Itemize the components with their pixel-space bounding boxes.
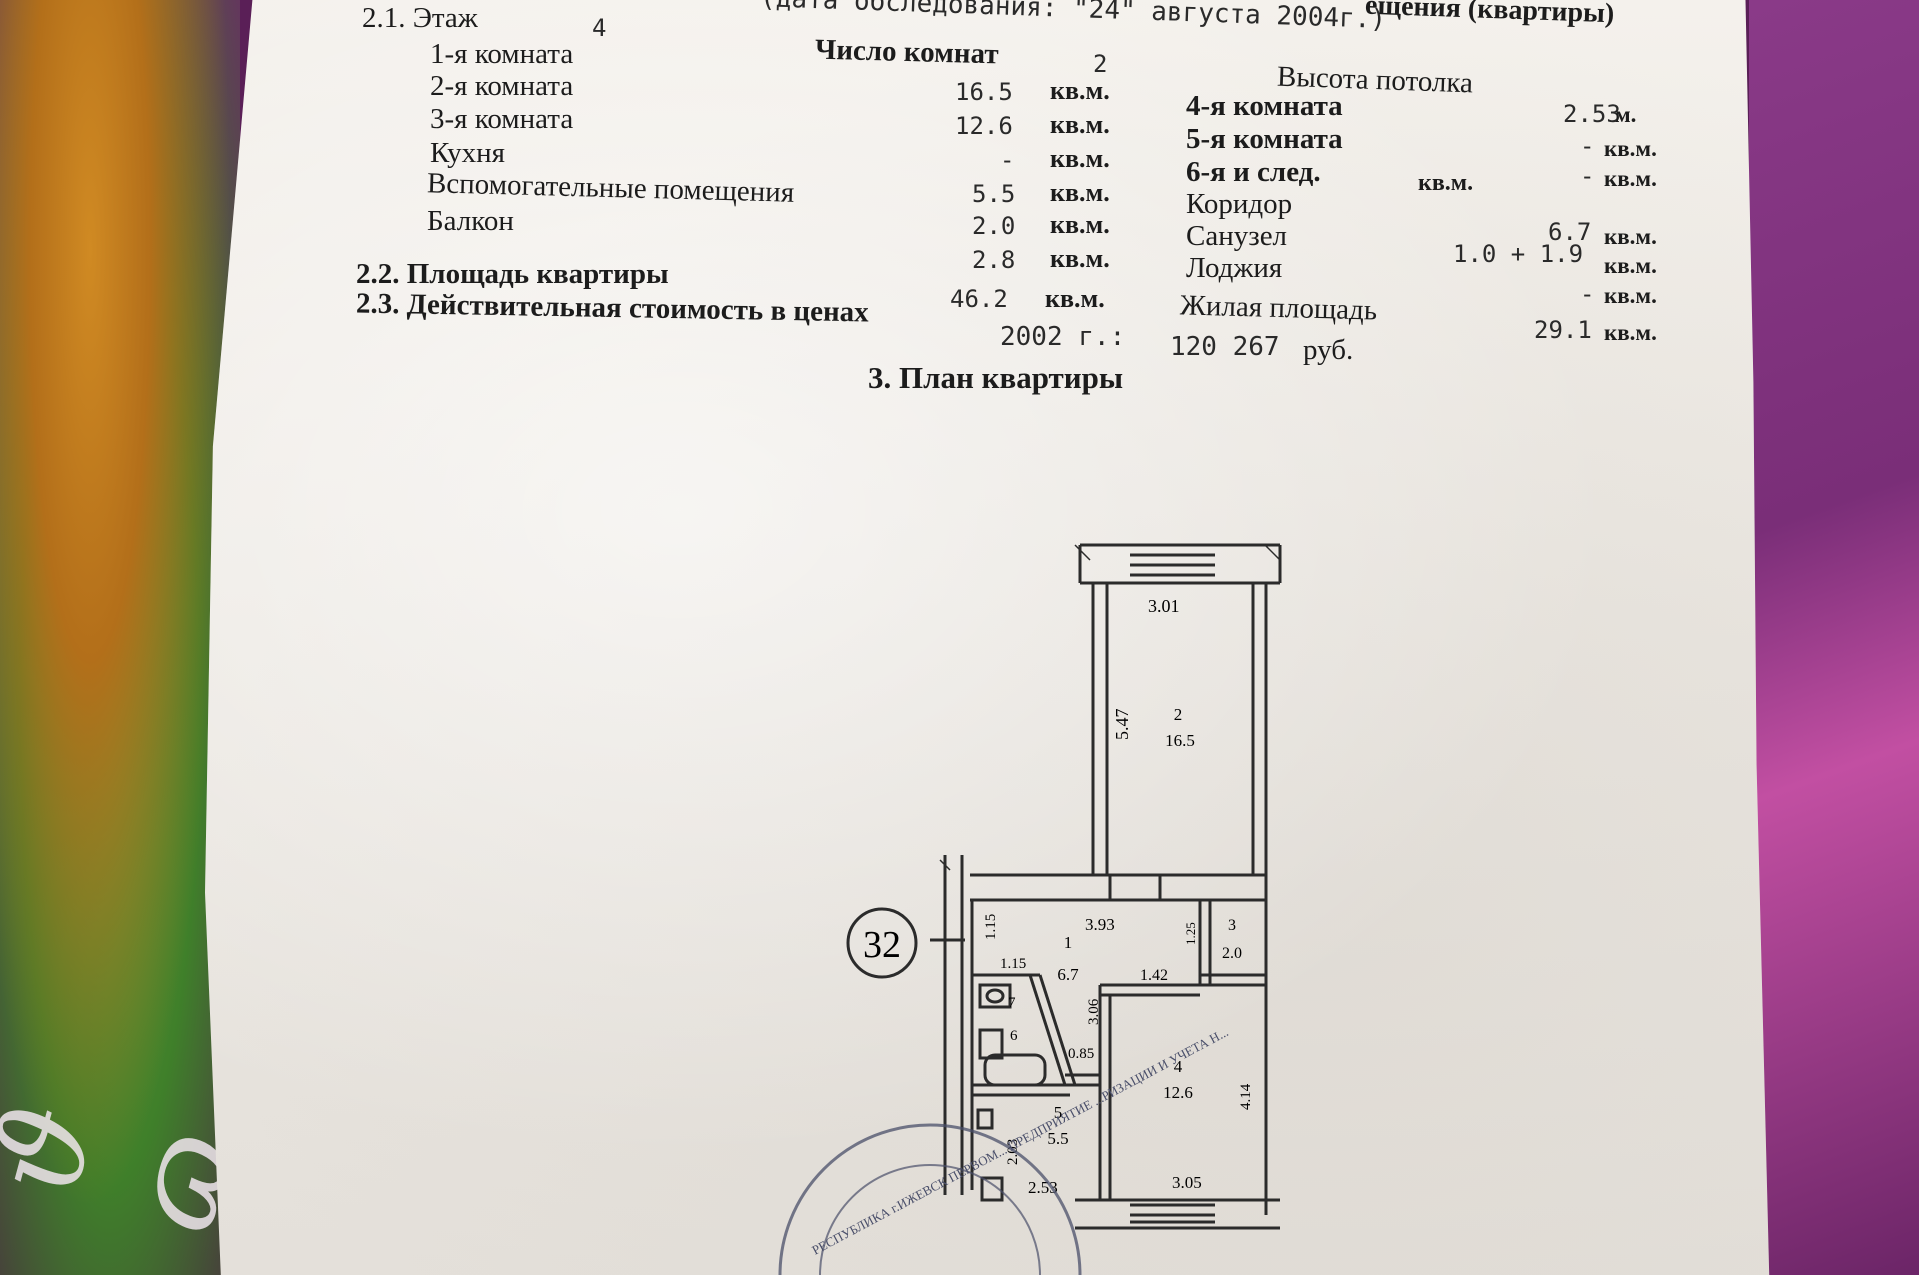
dim-corridor-depth: 3.06 [1086,998,1102,1025]
row-room5-value: - [1580,162,1595,190]
dim-room3: 1.25 [1183,922,1198,945]
room2-id: 2 [1174,705,1183,724]
row-balcony-label: Балкон [427,205,514,237]
total-area-unit: кв.м. [1045,284,1105,313]
row-room2-value: 16.5 [955,78,1013,106]
ceiling-unit: м. [1615,102,1637,127]
row-room4-value: - [1580,132,1595,160]
room3-area: 2.0 [1222,945,1242,962]
row-corridor-value: 6.7 [1548,218,1592,246]
dim-mid-width: 1.42 [1140,967,1168,984]
row-room2-unit: кв.м. [1050,76,1110,105]
stamp-inner [819,1164,1041,1275]
dim-room2-width: 3.01 [1148,596,1180,616]
room5-id: 5 [1054,1103,1063,1122]
row-bathroom-label: Санузел [1186,220,1288,252]
fixture-6: 6 [1010,1028,1018,1044]
total-area-label: 2.2. Площадь квартиры [356,258,669,290]
dim-corridor-left2: 1.15 [1000,956,1026,972]
dim-door-gap: 0.85 [1068,1046,1094,1062]
fixture-7: 7 [1008,995,1016,1011]
dim-corridor-left: 1.15 [983,914,999,940]
floor-value: 4 [592,14,607,42]
rooms-count-value: 2 [1093,50,1108,78]
apartment-number-circle [846,907,918,979]
floor-label: 2.1. Этаж [362,2,478,34]
row-loggia-label: Лоджия [1186,252,1283,284]
row-room2-label: 2-я комната [430,70,574,102]
row-bathroom-unit: кв.м. [1604,253,1657,278]
row-balcony-value: 2.0 [972,212,1016,240]
background-right [1749,0,1919,1275]
cost-currency: руб. [1303,334,1354,366]
row-kitchen-label: Кухня [430,137,506,169]
row-kitchen-unit: кв.м. [1050,144,1110,173]
dim-room4-width: 3.05 [1172,1173,1202,1192]
row-balcony-unit: кв.м. [1050,210,1110,239]
row-aux-unit: кв.м. [1050,178,1110,207]
plan-title: 3. План квартиры [868,360,1124,395]
dim-room2-length: 5.47 [1112,709,1132,741]
row-room3-value: 12.6 [955,112,1013,140]
row-room6-label: 6-я и след. [1186,156,1321,188]
dim-corridor-width: 3.93 [1085,915,1115,934]
row-room4-unit: кв.м. [1604,136,1657,161]
background-left [0,0,240,1275]
row-extra-value: 2.8 [972,246,1016,274]
dim-room4-length: 4.14 [1238,1083,1254,1110]
row-room5-label: 5-я комната [1186,123,1343,155]
apartment-number: 32 [863,924,901,966]
corridor-id: 1 [1064,933,1073,952]
total-area-value: 46.2 [950,285,1008,313]
row-aux-value: 5.5 [972,180,1016,208]
row-room1-label: 1-я комната [430,38,574,70]
cost-price: 120 267 [1170,332,1280,362]
room3-id: 3 [1228,917,1236,934]
document-sheet [205,0,1770,1275]
room4-id: 4 [1174,1057,1183,1076]
row-bathroom-value: 1.0 + 1.9 [1453,240,1584,268]
room4-area: 12.6 [1163,1083,1193,1102]
dim-room5: 2.03 [1005,1139,1021,1165]
row-room3-label: 3-я комната [430,103,574,135]
living-area-unit: кв.м. [1604,320,1657,345]
row-corridor-unit: кв.м. [1604,224,1657,249]
cost-year: 2002 г.: [1000,322,1126,352]
row-extra-unit: кв.м. [1050,244,1110,273]
living-area-value: 29.1 [1534,316,1592,344]
room5-area: 5.5 [1047,1129,1068,1148]
row-loggia-unit: кв.м. [1604,283,1657,308]
row-room6-unit: кв.м. [1418,170,1474,196]
ceiling-value: 2.53 [1563,100,1621,128]
corridor-area: 6.7 [1057,965,1079,984]
dim-bottom-left: 2.53 [1028,1178,1058,1197]
row-room5-unit: кв.м. [1604,166,1657,191]
row-room3-unit: кв.м. [1050,110,1110,139]
stamp-outer [778,1123,1082,1275]
room2-area: 16.5 [1165,731,1195,750]
row-loggia-value: - [1580,280,1595,308]
row-room4-label: 4-я комната [1186,90,1343,122]
row-kitchen-value: - [1000,146,1015,174]
row-corridor-label: Коридор [1186,188,1293,220]
